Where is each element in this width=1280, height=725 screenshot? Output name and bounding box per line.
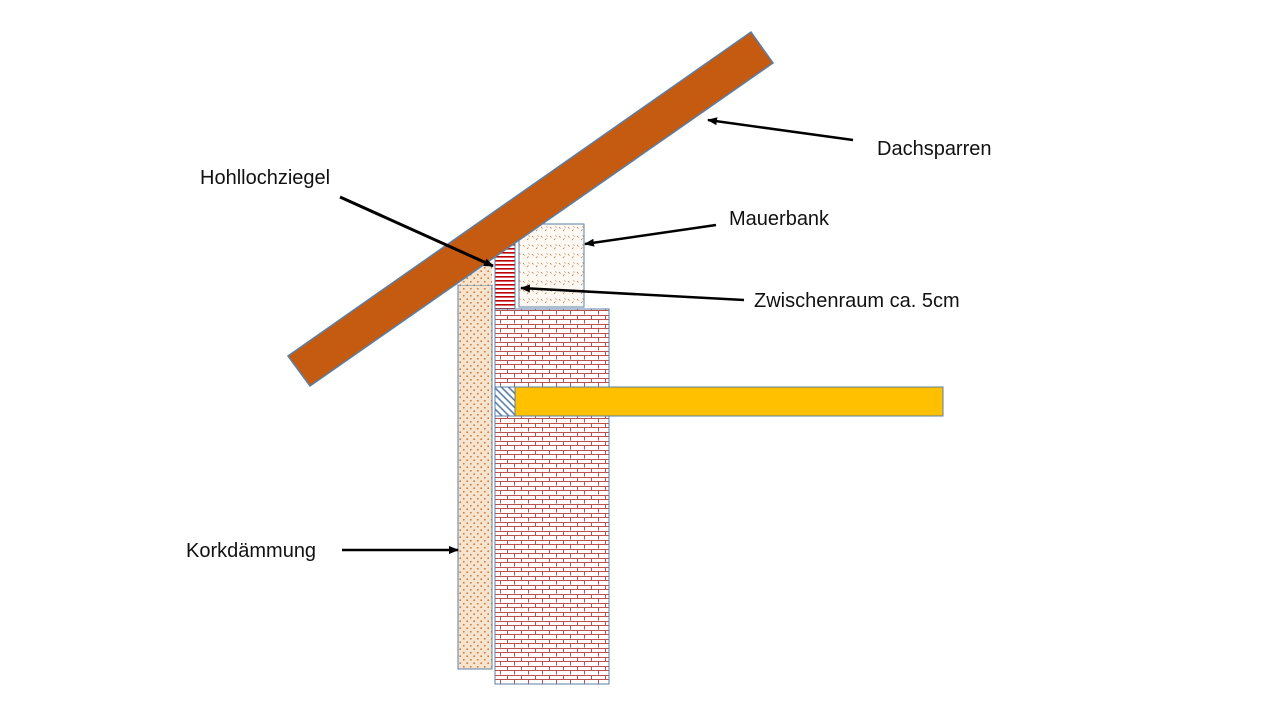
ceiling-beam bbox=[514, 386, 944, 417]
beam-end-hatched bbox=[494, 386, 516, 417]
arrow-wall-plate bbox=[584, 223, 717, 247]
label-cork-insulation: Korkdämmung bbox=[186, 540, 317, 562]
cork-insulation-wedge bbox=[458, 262, 492, 285]
arrow-perforated-brick bbox=[339, 195, 494, 268]
label-wall-plate: Mauerbank bbox=[729, 208, 830, 230]
wall-plate bbox=[518, 223, 585, 308]
arrow-gap bbox=[520, 284, 745, 302]
label-perforated-brick: Hohllochziegel bbox=[200, 167, 331, 189]
cork-insulation-strip bbox=[457, 284, 493, 670]
brick-wall bbox=[494, 308, 610, 685]
label-rafter: Dachsparren bbox=[877, 138, 992, 160]
label-gap: Zwischenraum ca. 5cm bbox=[754, 290, 960, 312]
arrow-rafter bbox=[707, 117, 854, 142]
rafter bbox=[286, 30, 775, 388]
